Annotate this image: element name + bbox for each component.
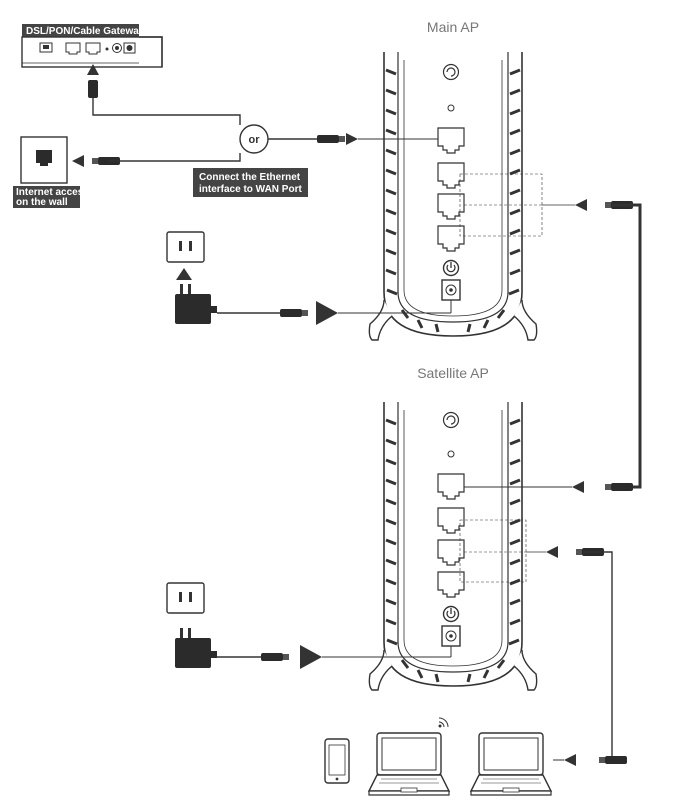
power-button-icon: [442, 259, 460, 277]
power-adapter-icon: [175, 284, 217, 324]
connect-label-bg: [193, 168, 308, 197]
arrow-right: [316, 301, 338, 325]
power-adapter-icon: [175, 628, 217, 668]
connect-label-line2: interface to WAN Port: [199, 184, 302, 195]
gateway-label-bg: [22, 24, 139, 37]
cable-wall: [108, 153, 241, 162]
wps-button-icon: [442, 63, 460, 81]
power-outlet-icon: [166, 231, 205, 263]
or-label: or: [249, 134, 261, 146]
power-outlet-icon: [166, 582, 205, 614]
smartphone-icon: [324, 738, 350, 784]
satellite-wan-port: [437, 473, 465, 500]
laptop-icon: [470, 732, 552, 796]
arrow-left: [72, 155, 84, 167]
cable-gateway: [92, 98, 241, 125]
power-button-icon: [442, 605, 460, 623]
ethernet-plug: [88, 80, 98, 98]
reset-hole: [447, 104, 455, 112]
wifi-icon: [438, 717, 449, 728]
main-ap-device: [368, 52, 543, 341]
wall-label-line1: Internet access: [16, 187, 89, 198]
arrow-right: [300, 645, 322, 669]
backhaul-cable: [612, 203, 642, 489]
satellite-ap-device: [368, 402, 538, 691]
arrow-right: [346, 133, 358, 145]
wall-label-bg: [13, 186, 80, 208]
reset-hole: [447, 450, 455, 458]
arrow-left: [572, 481, 584, 493]
connect-label-line1: Connect the Ethernet: [199, 172, 301, 183]
satellite-ap-title: Satellite AP: [417, 365, 489, 381]
arrow-up: [176, 268, 192, 280]
arrow-left: [546, 546, 558, 558]
gateway-lan-port: [85, 42, 101, 55]
wall-label-line2: on the wall: [16, 197, 68, 208]
cable-to-laptop: [583, 551, 613, 761]
main-wan-port: [437, 127, 465, 154]
gateway-device: DSL/PON/Cable Gateway: [21, 24, 163, 68]
ethernet-wall-jack-icon: [20, 136, 68, 184]
main-ap-title: Main AP: [427, 19, 479, 35]
wps-button-icon: [442, 411, 460, 429]
arrow-left: [575, 199, 587, 211]
arrow-left: [564, 754, 576, 766]
arrow-up: [87, 64, 99, 75]
gateway-lan-port: [65, 42, 81, 55]
laptop-icon: [368, 732, 450, 796]
gateway-label: DSL/PON/Cable Gateway: [26, 26, 145, 37]
